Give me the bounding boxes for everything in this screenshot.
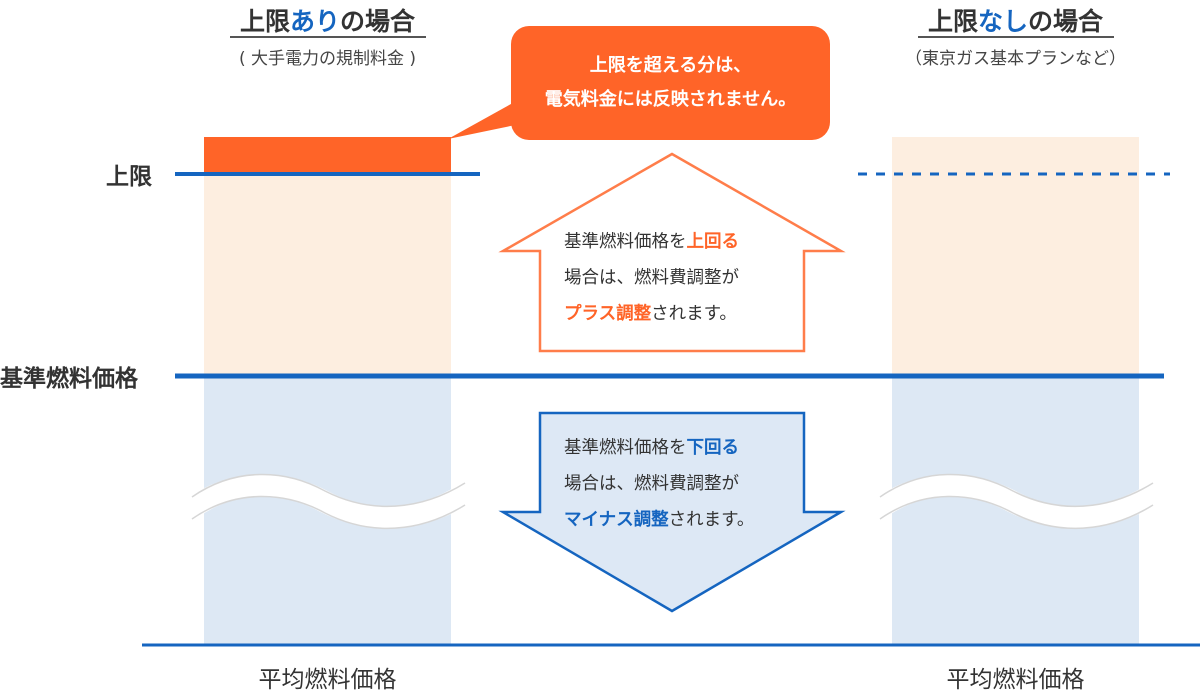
left-title-highlight: あり — [289, 7, 340, 36]
callout-box: 上限を超える分は、 電気料金には反映されません。 — [511, 26, 830, 140]
left-above-base-area — [204, 137, 451, 376]
right-bottom-label: 平均燃料価格 — [946, 667, 1085, 693]
break-mark-left-outline-bottom — [191, 495, 466, 530]
down-arrow-line-1-pre: 基準燃料価格を — [564, 438, 687, 458]
left-bottom-label: 平均燃料価格 — [258, 667, 397, 693]
up-arrow-text: 基準燃料価格を上回る 場合は、燃料費調整が プラス調整されます。 — [564, 224, 739, 332]
right-title-underline — [918, 36, 1114, 38]
break-mark-right-outline-top — [879, 473, 1154, 508]
callout-line-2: 電気料金には反映されません。 — [544, 89, 797, 110]
right-above-base-area — [892, 137, 1139, 376]
down-arrow-line-2: 場合は、燃料費調整が — [564, 474, 739, 494]
right-title-post: の場合 — [1028, 7, 1104, 36]
up-arrow-line-1-pre: 基準燃料価格を — [564, 232, 687, 252]
left-excess-bar — [204, 137, 451, 173]
down-arrow-line-3: マイナス調整されます。 — [564, 502, 754, 538]
callout-pointer — [448, 99, 530, 139]
left-column-title: 上限ありの場合 — [204, 2, 451, 38]
down-arrow — [498, 411, 846, 613]
up-arrow-line-2: 場合は、燃料費調整が — [564, 268, 739, 288]
break-mark-left — [185, 474, 471, 529]
break-mark-right — [873, 474, 1159, 529]
down-arrow-line-1: 基準燃料価格を下回る — [564, 430, 754, 466]
up-arrow-highlight-exceeds: 上回る — [686, 232, 740, 252]
callout-line-1: 上限を超える分は、 — [589, 55, 752, 76]
break-mark-right-outline-bottom — [879, 495, 1154, 530]
right-title-pre: 上限 — [927, 7, 978, 36]
cap-label: 上限 — [106, 164, 152, 190]
up-arrow-line-3: プラス調整されます。 — [564, 296, 739, 332]
up-arrow-highlight-plus: プラス調整 — [564, 304, 652, 324]
break-mark-left-outline-top — [191, 473, 466, 508]
base-price-label: 基準燃料価格 — [0, 366, 138, 392]
left-title-post: の場合 — [340, 7, 416, 36]
left-title-pre: 上限 — [239, 7, 290, 36]
up-arrow-line-3-post: されます。 — [651, 304, 737, 324]
up-arrow-line-1: 基準燃料価格を上回る — [564, 224, 739, 260]
up-arrow — [498, 152, 846, 353]
right-column-title: 上限なしの場合 — [892, 2, 1139, 38]
right-title-highlight: なし — [977, 7, 1028, 36]
left-title-underline — [230, 36, 426, 38]
down-arrow-highlight-minus: マイナス調整 — [564, 510, 669, 530]
down-arrow-line-3-post: されます。 — [668, 510, 755, 530]
left-column-subtitle: ( 大手電力の規制料金 ) — [238, 49, 417, 69]
right-column-subtitle: （東京ガス基本プランなど） — [905, 49, 1126, 69]
down-arrow-text: 基準燃料価格を下回る 場合は、燃料費調整が マイナス調整されます。 — [564, 430, 754, 538]
down-arrow-highlight-below: 下回る — [686, 438, 740, 458]
